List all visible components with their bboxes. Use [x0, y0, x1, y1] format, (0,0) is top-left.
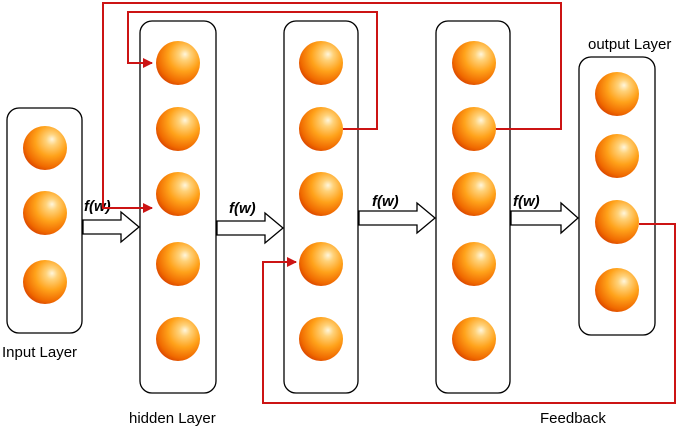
- neuron: [299, 242, 343, 286]
- feedback-label: Feedback: [540, 410, 606, 427]
- hidden-layer-label: hidden Layer: [129, 410, 216, 427]
- neuron: [299, 172, 343, 216]
- hidden-layer-1-neurons: [156, 41, 200, 361]
- neuron: [23, 191, 67, 235]
- neuron: [23, 126, 67, 170]
- hidden-layer-3-neurons: [452, 41, 496, 361]
- neuron: [452, 172, 496, 216]
- neuron: [156, 41, 200, 85]
- neuron: [452, 107, 496, 151]
- activation-label: f(w): [372, 193, 399, 210]
- neuron: [23, 260, 67, 304]
- neuron: [156, 242, 200, 286]
- activation-label: f(w): [84, 198, 111, 215]
- output-layer-label: output Layer: [588, 36, 671, 53]
- activation-label: f(w): [513, 193, 540, 210]
- forward-arrow-hidden3-to-output: [510, 201, 579, 235]
- forward-arrow-hidden1-to-hidden2: [216, 211, 285, 245]
- neuron: [299, 107, 343, 151]
- feedback-line-hidden3-to-hidden1: [102, 2, 562, 213]
- neuron: [595, 200, 639, 244]
- neuron: [595, 268, 639, 312]
- neuron: [452, 41, 496, 85]
- activation-label: f(w): [229, 200, 256, 217]
- neuron: [156, 107, 200, 151]
- neuron: [156, 172, 200, 216]
- neuron: [299, 317, 343, 361]
- neuron: [452, 242, 496, 286]
- forward-arrow-hidden2-to-hidden3: [358, 201, 437, 235]
- output-neurons: [595, 72, 639, 312]
- feedback-line-hidden2-to-hidden1: [127, 11, 378, 130]
- neuron: [595, 72, 639, 116]
- feedback-line-output-to-hidden2: [262, 223, 676, 404]
- neuron: [452, 317, 496, 361]
- output-layer-box: [578, 56, 656, 336]
- forward-arrow-input-to-hidden: [82, 210, 141, 244]
- hidden-layer-2-neurons: [299, 41, 343, 361]
- neuron: [156, 317, 200, 361]
- neuron: [595, 134, 639, 178]
- input-neurons: [23, 126, 67, 304]
- input-layer-label: Input Layer: [2, 344, 77, 361]
- neuron: [299, 41, 343, 85]
